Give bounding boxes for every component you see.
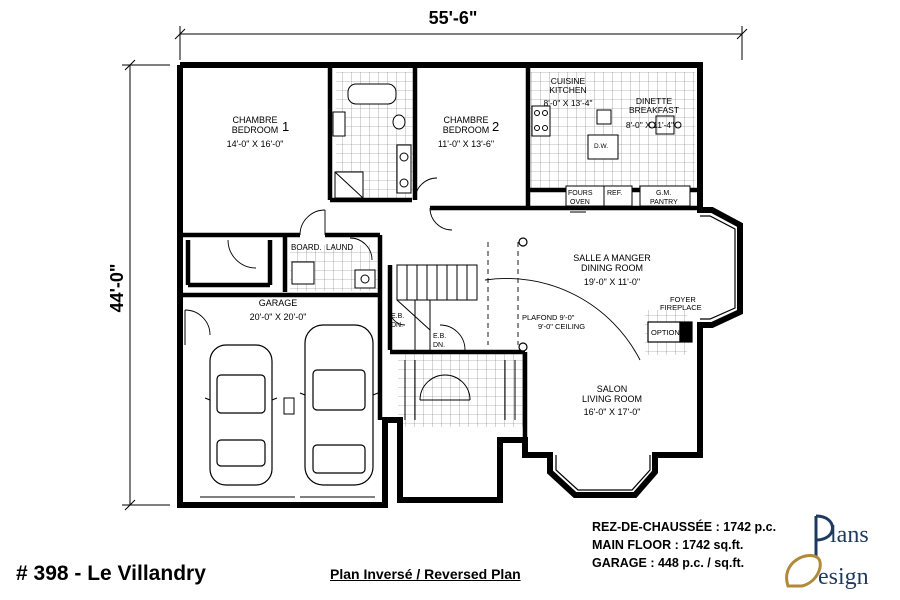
fixture-labels: BOARD. LAUND FOURS OVEN REF. G.M. PANTRY… — [291, 143, 702, 349]
dinette-name-en: BREAKFAST — [629, 105, 679, 115]
eb-label-1: E.B. — [391, 313, 404, 320]
laundry-label: LAUND — [326, 243, 353, 252]
plan-title: # 398 - Le Villandry — [16, 562, 206, 585]
pantry-label: PANTRY — [650, 199, 678, 206]
dw-label: D.W. — [594, 143, 608, 150]
main-floor-fr: REZ-DE-CHAUSSÉE : 1742 p.c. — [592, 520, 777, 534]
chambre1-number: 1 — [282, 119, 289, 134]
salle-size: 19'-0" X 11'-0" — [584, 277, 640, 287]
gm-label: G.M. — [656, 190, 671, 197]
dinette-size: 8'-0" X 11'-4" — [626, 120, 674, 130]
room-label-dinette: DINETTE BREAKFAST 8'-0" X 11'-4" — [626, 96, 679, 130]
salon-name-en: LIVING ROOM — [582, 394, 642, 404]
kitchen-fixtures — [531, 105, 691, 207]
bay-window-inner — [555, 215, 736, 491]
garage-name: GARAGE — [259, 298, 298, 308]
ceiling-fr-label: PLAFOND 9'-0" — [522, 313, 575, 322]
dn-label-1: DN. — [391, 322, 403, 329]
chambre1-name-en: BEDROOM — [232, 125, 279, 135]
oven-label: OVEN — [570, 199, 590, 206]
ref-label: REF. — [607, 190, 622, 197]
exterior-walls — [177, 62, 743, 508]
columns — [518, 237, 528, 352]
plan-variant-label: Plan Inversé / Reversed Plan — [330, 566, 521, 582]
room-label-chambre1: CHAMBRE BEDROOM 1 14'-0" X 16'-0" — [227, 115, 290, 149]
chambre2-number: 2 — [492, 119, 499, 134]
plans-design-logo: lans esign — [785, 514, 869, 590]
room-label-salle: SALLE A MANGER DINING ROOM 19'-0" X 11'-… — [573, 253, 651, 287]
entry-grid — [404, 360, 516, 420]
chambre2-name-fr: CHAMBRE — [443, 115, 488, 125]
option-label: OPTION — [651, 328, 680, 337]
depth-dimension-label: 44'-0" — [107, 264, 127, 313]
door-swings — [184, 177, 641, 361]
width-dimension — [174, 26, 748, 60]
room-label-garage: GARAGE 20'-0" X 20'-0" — [250, 298, 307, 322]
fours-label: FOURS — [568, 190, 593, 197]
board-label: BOARD. — [291, 243, 322, 252]
chambre2-name-en: BEDROOM — [443, 125, 490, 135]
garage-area: GARAGE : 448 p.c. / sq.ft. — [592, 556, 745, 570]
car-right — [299, 324, 379, 486]
room-label-chambre2: CHAMBRE BEDROOM 2 11'-0" X 13'-6" — [438, 115, 499, 149]
ceiling-dashed-lines — [487, 242, 519, 345]
room-label-salon: SALON LIVING ROOM 16'-0" X 17'-0" — [582, 384, 642, 417]
fireplace — [647, 321, 693, 343]
ceiling-en-label: 9'-0" CEILING — [538, 322, 585, 331]
fireplace-label: FIREPLACE — [660, 303, 702, 312]
car-left — [204, 344, 278, 486]
main-floor-en: MAIN FLOOR : 1742 sq.ft. — [592, 538, 744, 552]
dinette-table — [648, 115, 682, 135]
salle-name-en: DINING ROOM — [581, 263, 643, 273]
floor-drain — [283, 397, 295, 415]
chambre1-size: 14'-0" X 16'-0" — [227, 139, 284, 149]
chambre1-name-fr: CHAMBRE — [232, 115, 277, 125]
garage-door-frame — [184, 310, 375, 498]
foyer-label: FOYER — [670, 295, 696, 304]
width-dimension-label: 55'-6" — [429, 8, 478, 28]
eb-label-2: E.B. — [433, 333, 446, 340]
area-summary: REZ-DE-CHAUSSÉE : 1742 p.c. MAIN FLOOR :… — [592, 518, 776, 572]
bathroom-fixtures — [332, 83, 412, 199]
interior-walls — [180, 65, 700, 440]
cuisine-name-en: KITCHEN — [549, 85, 586, 95]
logo-word-1: lans — [830, 522, 869, 548]
room-label-cuisine: CUISINE KITCHEN 8'-0" X 13'-4" — [544, 76, 593, 108]
cuisine-name-fr: CUISINE — [551, 76, 586, 86]
salon-size: 16'-0" X 17'-0" — [584, 407, 641, 417]
depth-dimension — [122, 59, 170, 511]
dn-label-2: DN. — [433, 342, 445, 349]
laundry-fixtures — [291, 261, 376, 289]
chambre2-size: 11'-0" X 13'-6" — [438, 139, 494, 149]
salle-name-fr: SALLE A MANGER — [573, 253, 651, 263]
logo-word-2: esign — [818, 564, 869, 590]
staircase — [396, 264, 478, 350]
cuisine-size: 8'-0" X 13'-4" — [544, 98, 593, 108]
salon-name-fr: SALON — [597, 384, 628, 394]
dinette-name-fr: DINETTE — [636, 96, 673, 106]
garage-size: 20'-0" X 20'-0" — [250, 312, 307, 322]
